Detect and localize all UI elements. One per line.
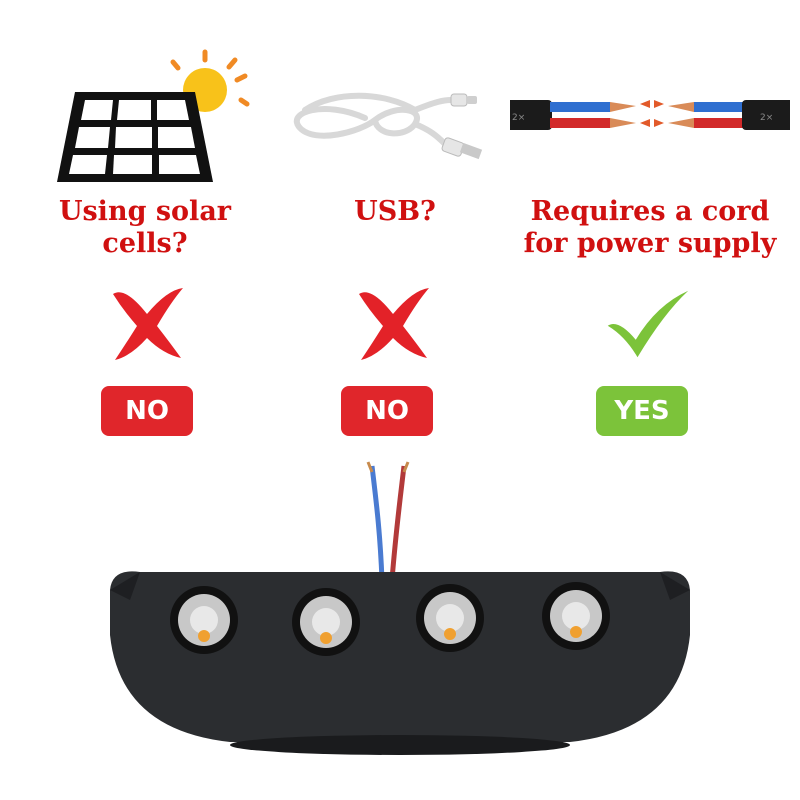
wall-lamp-product [110, 461, 690, 755]
led-light-icon [416, 584, 484, 652]
cord-option-column: 2× 2× Requires a cord for power su [500, 0, 800, 460]
usb-cable-icon [293, 92, 483, 160]
cable-print-left: 2× [512, 113, 525, 123]
usb-cable-illustration [265, 40, 525, 190]
cord-question-label: Requires a cord for power supply [510, 196, 790, 260]
lamp-wires-icon [366, 461, 410, 581]
solar-panel-icon [57, 49, 250, 182]
usb-question-text: USB? [354, 196, 436, 227]
panel-icon [57, 92, 213, 182]
cord-question-line-1: Requires a cord [530, 196, 770, 227]
usb-no-badge: NO [341, 386, 433, 436]
power-cord-illustration: 2× 2× [500, 40, 800, 190]
usb-question-label: USB? [265, 196, 525, 228]
check-icon [607, 290, 689, 358]
led-light-icon [542, 582, 610, 650]
cross-icon [113, 288, 183, 360]
led-light-icon [292, 588, 360, 656]
solar-question-label: Using solar cells? [15, 196, 275, 260]
solar-no-badge: NO [101, 386, 193, 436]
power-cord-icon: 2× 2× [500, 100, 800, 130]
cable-print-right: 2× [760, 113, 773, 123]
solar-panel-illustration [15, 40, 275, 190]
cord-question-line-2: for power supply [523, 228, 777, 259]
solar-question-text: Using solar cells? [58, 196, 232, 259]
cross-icon [359, 288, 429, 360]
led-light-icon [170, 586, 238, 654]
usb-option-column: USB? NO [265, 0, 525, 460]
cord-yes-badge: YES [596, 386, 688, 436]
solar-option-column: Using solar cells? NO [15, 0, 275, 460]
